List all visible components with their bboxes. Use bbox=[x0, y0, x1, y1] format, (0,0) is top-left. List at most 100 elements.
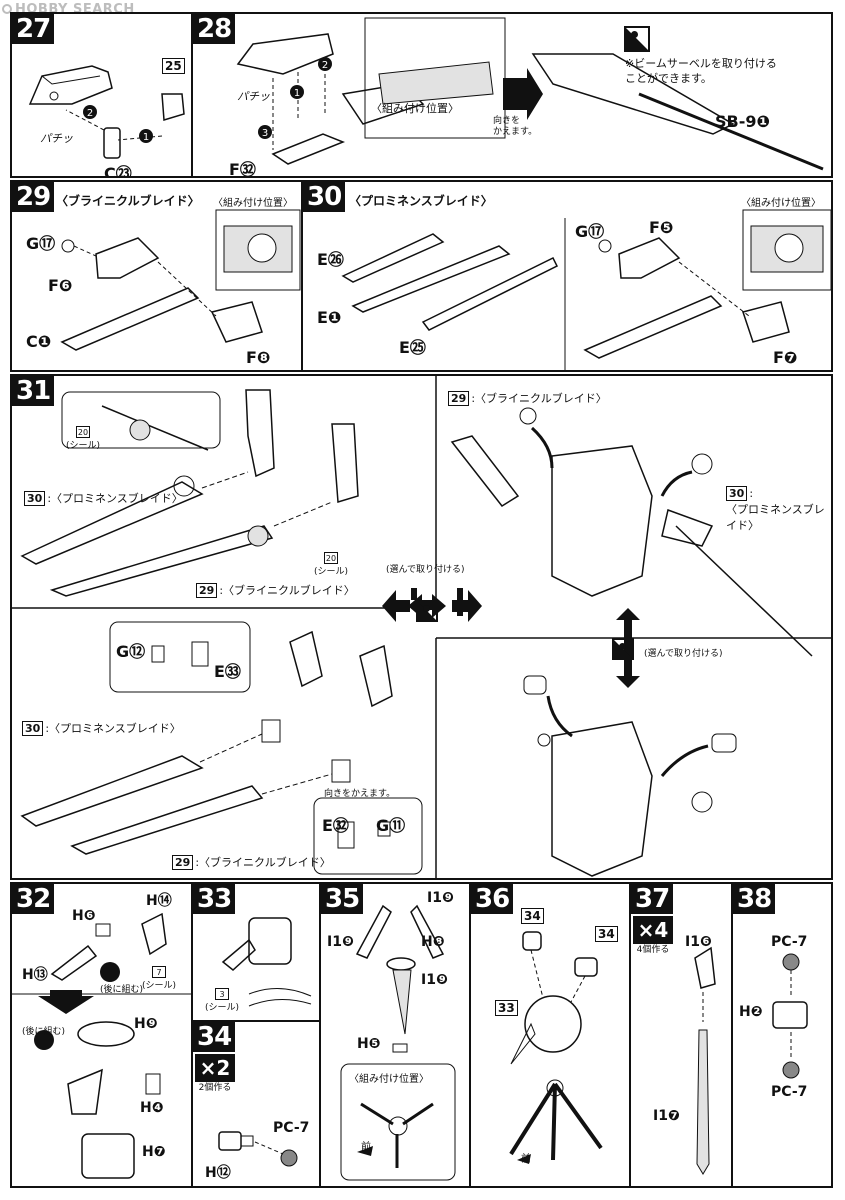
step-27-panel: 27 2 1 25 パチッ C㉓ bbox=[10, 12, 193, 178]
label-h7: H❼ bbox=[142, 1144, 166, 1160]
seal-20-a: 20 (シール) bbox=[66, 426, 101, 451]
ref-29-lower: 29:〈ブライニクルブレイド〉 bbox=[172, 854, 331, 870]
label-f32: F㉜ bbox=[229, 160, 256, 178]
step-number: 33 bbox=[193, 884, 236, 914]
option-icon bbox=[624, 26, 650, 52]
label-h2: H❷ bbox=[739, 1004, 763, 1020]
step-27-illustration: 2 1 bbox=[28, 65, 185, 159]
label-pc7-bottom: PC-7 bbox=[771, 1084, 808, 1100]
multiplier-x2: ×2 2個作る bbox=[195, 1054, 235, 1104]
label-i17: I1❼ bbox=[653, 1108, 680, 1124]
label-e33: E㉝ bbox=[214, 662, 241, 681]
step-37-illustration bbox=[694, 946, 716, 1175]
step-28-panel: 28 3 1 2 パチッ F㉜ 〈組み付け位置〉 向きを かえます。 ※ビームサ… bbox=[191, 12, 833, 178]
step-number: 31 bbox=[12, 376, 55, 406]
step-36-illustration bbox=[509, 931, 603, 1164]
label-h14: H⑭ bbox=[146, 893, 172, 909]
step-number: 29 bbox=[12, 182, 55, 212]
ref-30-left: 30:〈プロミネンスブレイド〉 bbox=[24, 490, 183, 506]
front-label: 前 bbox=[361, 1142, 371, 1153]
choose-label: (選んで取り付ける) bbox=[386, 565, 465, 575]
later-label: (後に組む) bbox=[100, 985, 144, 995]
seal-7: 7 (シール) bbox=[142, 966, 177, 991]
svg-text:2: 2 bbox=[87, 108, 93, 119]
step-number: 36 bbox=[471, 884, 514, 914]
step-number: 35 bbox=[321, 884, 364, 914]
label-f5: F❺ bbox=[649, 218, 674, 237]
saber-note: ※ビームサーベルを取り付ける ことができます。 bbox=[625, 57, 777, 85]
ref-30-lower: 30:〈プロミネンスブレイド〉 bbox=[22, 720, 181, 736]
seal-3: 3 (シール) bbox=[205, 988, 240, 1013]
step-38-illustration bbox=[772, 953, 808, 1079]
label-g11: G⑪ bbox=[376, 816, 406, 835]
turn-label: 向きをかえます。 bbox=[324, 789, 396, 799]
ref-30-right: 30: 〈プロミネンスブレイド〉 bbox=[726, 486, 825, 532]
label-25: 25 bbox=[162, 58, 185, 74]
svg-text:1: 1 bbox=[143, 132, 149, 143]
label-h9: H❾ bbox=[134, 1016, 158, 1032]
option-icon-right bbox=[612, 638, 634, 660]
label-sb9: SB-9❶ bbox=[715, 112, 771, 131]
section-title: 〈プロミネンスブレイド〉 bbox=[349, 194, 493, 208]
label-34-a: 34 bbox=[521, 908, 544, 924]
label-h5: H❺ bbox=[357, 1036, 381, 1052]
step-34-panel: 34 ×2 2個作る PC-7 H⑫ bbox=[191, 1020, 321, 1188]
label-e25: E㉕ bbox=[399, 338, 426, 357]
label-g12: G⑫ bbox=[116, 642, 146, 661]
front-label: 前 bbox=[521, 1154, 531, 1165]
step-33-illustration bbox=[221, 917, 312, 1007]
step-number: 30 bbox=[303, 182, 346, 212]
svg-text:1: 1 bbox=[294, 88, 300, 99]
svg-text:2: 2 bbox=[322, 60, 328, 71]
ref-29-right: 29:〈ブライニクルブレイド〉 bbox=[448, 390, 607, 406]
step-28-illustration: 3 1 2 bbox=[236, 17, 824, 171]
label-i16: I1❻ bbox=[685, 934, 712, 950]
section-title: 〈ブライニクルブレイド〉 bbox=[56, 194, 200, 208]
label-f6: F❻ bbox=[48, 276, 73, 295]
step-31-panel: 31 bbox=[10, 374, 833, 880]
step-number: 27 bbox=[12, 14, 55, 44]
label-h12: H⑫ bbox=[205, 1165, 231, 1181]
step-number: 32 bbox=[12, 884, 55, 914]
label-g17: G⑰ bbox=[575, 222, 605, 241]
step-30-panel: 30 〈プロミネンスブレイド〉 〈組み付け位置〉 E㉖ E❶ E㉕ G⑰ F❺ … bbox=[301, 180, 833, 372]
watermark-logo-icon bbox=[2, 4, 12, 14]
label-pc7-top: PC-7 bbox=[771, 934, 808, 950]
position-label: 〈組み付け位置〉 bbox=[349, 1074, 429, 1085]
step-number: 28 bbox=[193, 14, 236, 44]
option-icon-center bbox=[416, 600, 438, 622]
label-e1: E❶ bbox=[317, 308, 342, 327]
step-29-illustration bbox=[60, 209, 301, 351]
turn-label: 向きを かえます。 bbox=[493, 116, 538, 137]
step-34-illustration bbox=[218, 1131, 298, 1167]
label-g17: G⑰ bbox=[26, 234, 56, 253]
label-34-b: 34 bbox=[595, 926, 618, 942]
label-e32: E㉜ bbox=[322, 816, 349, 835]
label-f8: F❽ bbox=[246, 348, 271, 367]
step-number: 34 bbox=[193, 1022, 236, 1052]
step-30-illustration bbox=[341, 209, 831, 370]
label-h13: H⑬ bbox=[22, 967, 48, 983]
label-e26: E㉖ bbox=[317, 250, 344, 269]
label-h6: H❻ bbox=[72, 908, 96, 924]
position-label: 〈組み付け位置〉 bbox=[213, 198, 293, 209]
snap-label: パチッ bbox=[237, 90, 270, 103]
label-i19-left: I1❾ bbox=[327, 934, 354, 950]
step-36-panel: 36 34 34 33 前 bbox=[469, 882, 631, 1188]
label-i19-top: I1❾ bbox=[427, 890, 454, 906]
label-c1: C❶ bbox=[26, 332, 52, 351]
position-label: 〈組み付け位置〉 bbox=[741, 198, 821, 209]
position-label: 〈組み付け位置〉 bbox=[371, 102, 459, 115]
choose-label-2: (選んで取り付ける) bbox=[644, 649, 723, 659]
ref-29-left: 29:〈ブライニクルブレイド〉 bbox=[196, 582, 355, 598]
label-h8: H❽ bbox=[421, 934, 445, 950]
label-f7: F❼ bbox=[773, 348, 798, 367]
step-number: 37 bbox=[631, 884, 674, 914]
snap-label: パチッ bbox=[40, 132, 73, 145]
label-c23: C㉓ bbox=[104, 164, 132, 178]
label-pc7: PC-7 bbox=[273, 1120, 310, 1136]
multiplier-x4: ×4 4個作る bbox=[633, 916, 673, 966]
step-32-illustration bbox=[12, 912, 191, 1179]
svg-text:3: 3 bbox=[262, 128, 268, 139]
